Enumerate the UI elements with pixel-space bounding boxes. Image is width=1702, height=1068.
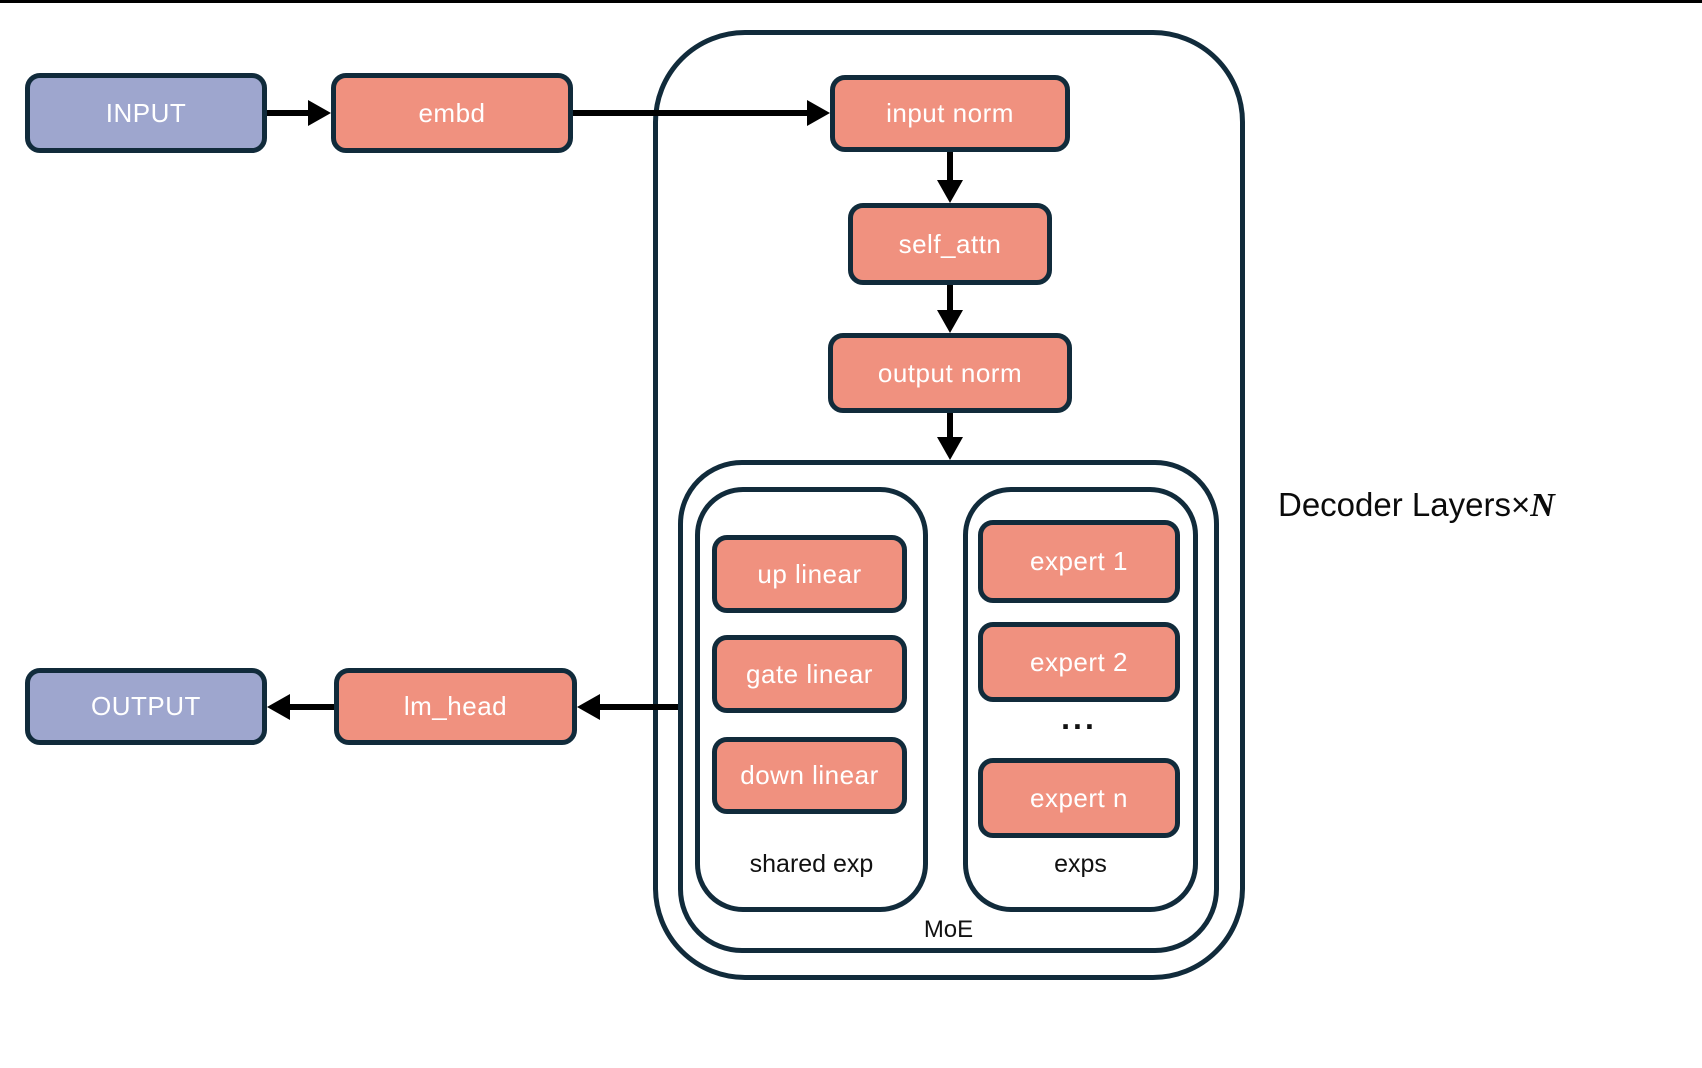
decoder-layers-n-variable: N: [1530, 487, 1555, 524]
arrow-input-to-embd-head: [308, 100, 331, 126]
output-norm-node: output norm: [828, 333, 1072, 413]
shared-exp-label: shared exp: [695, 850, 928, 879]
moe-label: MoE: [678, 916, 1219, 944]
multiply-sign: ×: [1510, 486, 1531, 523]
top-border-line: [0, 0, 1702, 3]
up-linear-node-label: up linear: [757, 558, 862, 589]
arrow-moe-to-lmhead-head: [577, 694, 600, 720]
decoder-layers-label: Decoder Layers×N: [1278, 486, 1555, 525]
moe-label-text: MoE: [923, 916, 974, 943]
gate-linear-node: gate linear: [712, 635, 907, 713]
self-attn-node-label: self_attn: [898, 228, 1002, 259]
embd-node: embd: [331, 73, 573, 153]
input-norm-node: input norm: [830, 75, 1070, 152]
output-node-label: OUTPUT: [91, 691, 201, 721]
input-node-label: INPUT: [105, 97, 187, 128]
arrow-lmhead-to-output-line: [290, 704, 334, 710]
arrow-outputnorm-to-moe-head: [937, 437, 963, 460]
output-node: OUTPUT: [25, 668, 267, 745]
input-norm-node-label: input norm: [886, 98, 1014, 128]
arrow-inputnorm-to-selfattn-line: [947, 152, 953, 182]
lm-head-node-label: lm_head: [403, 691, 508, 721]
embd-node-label: embd: [418, 97, 486, 128]
shared-exp-container: [695, 487, 928, 912]
self-attn-node: self_attn: [848, 203, 1052, 285]
arrow-inputnorm-to-selfattn-head: [937, 180, 963, 203]
exps-container: [963, 487, 1198, 912]
arrow-embd-to-inputnorm-line: [573, 110, 809, 116]
decoder-layers-label-prefix: Decoder Layers: [1278, 486, 1511, 523]
arrow-selfattn-to-outputnorm-line: [947, 285, 953, 312]
arrow-input-to-embd-line: [267, 110, 310, 116]
expert-1-node: expert 1: [978, 520, 1180, 603]
shared-exp-label-text: shared exp: [749, 850, 874, 878]
down-linear-node: down linear: [712, 737, 907, 814]
moe-container: [678, 460, 1219, 953]
up-linear-node: up linear: [712, 535, 907, 613]
decoder-layers-container: [653, 30, 1245, 980]
output-norm-node-label: output norm: [877, 357, 1023, 388]
expert-n-node: expert n: [978, 758, 1180, 838]
experts-ellipsis-text: ...: [1061, 700, 1097, 736]
exps-label: exps: [963, 850, 1198, 879]
lm-head-node: lm_head: [334, 668, 577, 745]
exps-label-text: exps: [1054, 850, 1107, 878]
arrow-outputnorm-to-moe-line: [947, 413, 953, 439]
expert-2-node: expert 2: [978, 622, 1180, 702]
arrow-selfattn-to-outputnorm-head: [937, 310, 963, 333]
experts-ellipsis: ...: [978, 698, 1180, 743]
expert-n-node-label: expert n: [1030, 782, 1128, 813]
arrow-moe-to-lmhead-line: [600, 704, 678, 710]
input-node: INPUT: [25, 73, 267, 153]
expert-1-node-label: expert 1: [1030, 546, 1128, 576]
down-linear-node-label: down linear: [740, 760, 879, 790]
expert-2-node-label: expert 2: [1030, 646, 1128, 677]
arrow-embd-to-inputnorm-head: [807, 100, 830, 126]
gate-linear-node-label: gate linear: [746, 658, 873, 689]
arrow-lmhead-to-output-head: [267, 694, 290, 720]
